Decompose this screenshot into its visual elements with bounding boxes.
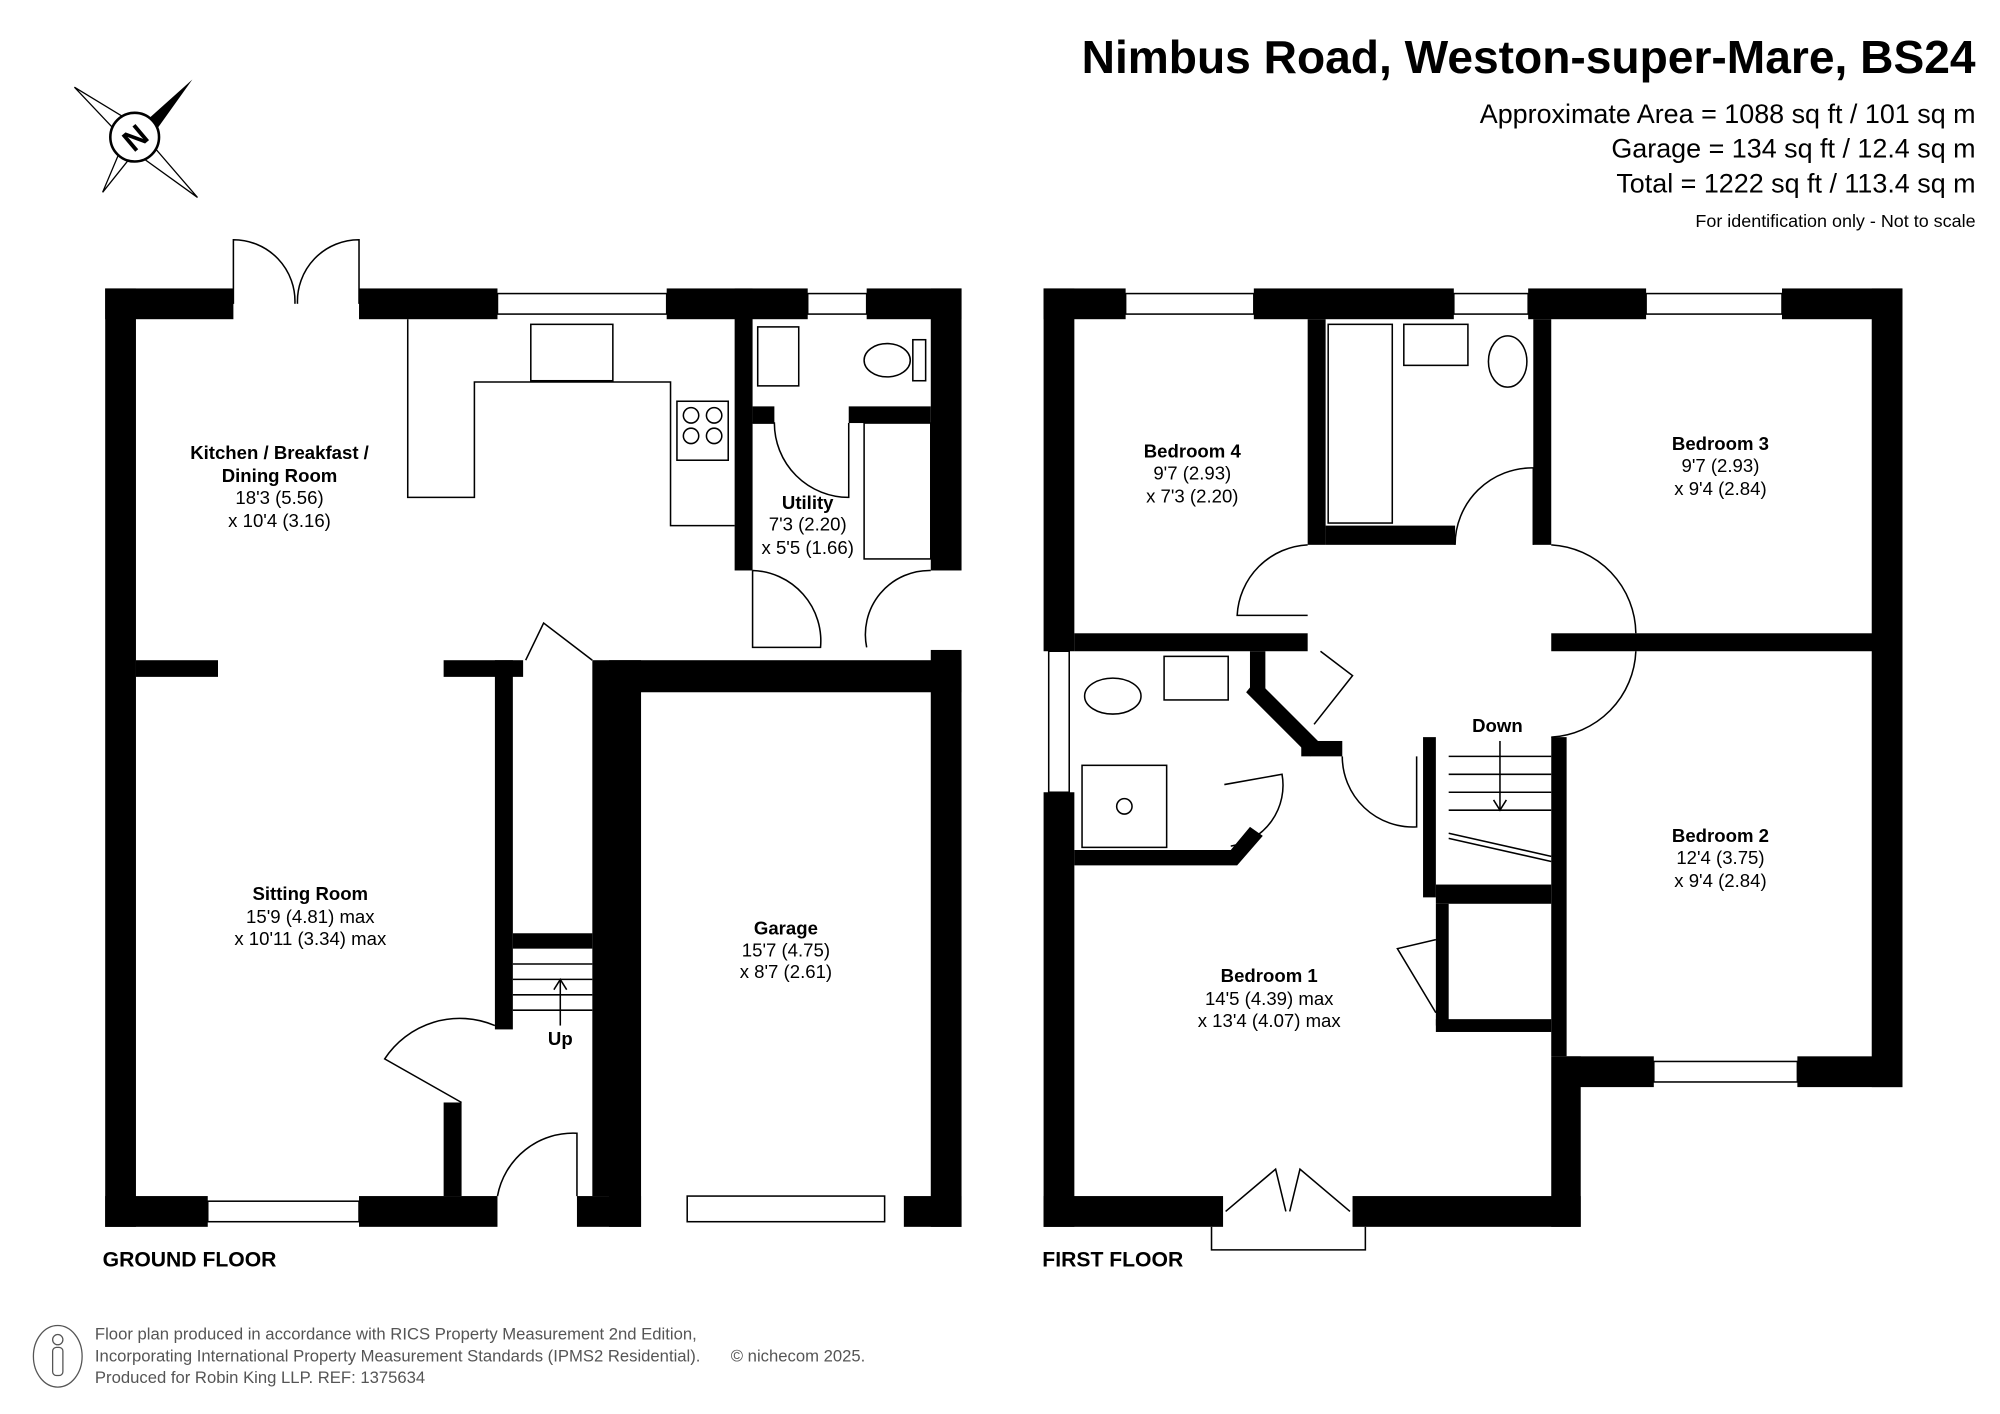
svg-text:Utility: Utility bbox=[782, 492, 834, 513]
room-utility: Utility 7'3 (2.20) x 5'5 (1.66) bbox=[762, 492, 854, 558]
svg-text:Sitting Room: Sitting Room bbox=[253, 883, 369, 904]
first-floor-label: FIRST FLOOR bbox=[1042, 1249, 1183, 1272]
svg-text:14'5 (4.39) max: 14'5 (4.39) max bbox=[1205, 988, 1334, 1009]
svg-text:x 8'7 (2.61): x 8'7 (2.61) bbox=[740, 961, 832, 982]
ground-floor-plan: Up Kitchen / Breakfast / Dining Room 18'… bbox=[103, 238, 962, 1272]
ground-floor-label: GROUND FLOOR bbox=[103, 1249, 277, 1272]
footer-line-2: Incorporating International Property Mea… bbox=[95, 1346, 700, 1365]
svg-text:x 10'11 (3.34) max: x 10'11 (3.34) max bbox=[234, 928, 387, 949]
room-bedroom-1: Bedroom 1 14'5 (4.39) max x 13'4 (4.07) … bbox=[1198, 965, 1342, 1031]
approximate-area: Approximate Area = 1088 sq ft / 101 sq m bbox=[1480, 99, 1976, 129]
footer-line-1: Floor plan produced in accordance with R… bbox=[95, 1325, 697, 1344]
footer-line-3: Produced for Robin King LLP. REF: 137563… bbox=[95, 1368, 425, 1387]
room-bedroom-3: Bedroom 3 9'7 (2.93) x 9'4 (2.84) bbox=[1672, 433, 1769, 499]
svg-text:15'9 (4.81) max: 15'9 (4.81) max bbox=[246, 906, 375, 927]
room-bedroom-4: Bedroom 4 9'7 (2.93) x 7'3 (2.20) bbox=[1144, 441, 1242, 507]
stairs-up-label: Up bbox=[548, 1028, 573, 1049]
svg-text:18'3 (5.56): 18'3 (5.56) bbox=[235, 487, 323, 508]
svg-text:x 9'4 (2.84): x 9'4 (2.84) bbox=[1674, 478, 1766, 499]
svg-text:12'4 (3.75): 12'4 (3.75) bbox=[1676, 847, 1764, 868]
svg-text:Dining Room: Dining Room bbox=[222, 465, 338, 486]
svg-text:Bedroom 4: Bedroom 4 bbox=[1144, 441, 1242, 462]
disclaimer: For identification only - Not to scale bbox=[1695, 211, 1975, 231]
room-kitchen: Kitchen / Breakfast / Dining Room 18'3 (… bbox=[190, 442, 369, 531]
svg-text:x 13'4 (4.07) max: x 13'4 (4.07) max bbox=[1198, 1010, 1342, 1031]
svg-text:x 10'4 (3.16): x 10'4 (3.16) bbox=[228, 510, 331, 531]
svg-text:Kitchen / Breakfast /: Kitchen / Breakfast / bbox=[190, 442, 369, 463]
stairs-down-label: Down bbox=[1472, 715, 1523, 736]
garage-area: Garage = 134 sq ft / 12.4 sq m bbox=[1611, 134, 1975, 164]
footer-copyright: © nichecom 2025. bbox=[731, 1346, 866, 1365]
first-floor-plan: Down Bedroom 4 9'7 (2.93) x 7'3 (2.20) B… bbox=[1042, 288, 1903, 1272]
svg-text:15'7 (4.75): 15'7 (4.75) bbox=[742, 939, 830, 960]
room-garage: Garage 15'7 (4.75) x 8'7 (2.61) bbox=[740, 918, 832, 983]
svg-text:Garage: Garage bbox=[754, 918, 818, 939]
ipms-person-icon bbox=[32, 1324, 83, 1388]
svg-text:7'3 (2.20): 7'3 (2.20) bbox=[769, 514, 847, 535]
svg-text:x 5'5 (1.66): x 5'5 (1.66) bbox=[762, 537, 854, 558]
svg-text:9'7 (2.93): 9'7 (2.93) bbox=[1153, 462, 1231, 483]
room-bedroom-2: Bedroom 2 12'4 (3.75) x 9'4 (2.84) bbox=[1672, 825, 1769, 891]
svg-text:Bedroom 3: Bedroom 3 bbox=[1672, 433, 1769, 454]
svg-text:Bedroom 1: Bedroom 1 bbox=[1221, 965, 1318, 986]
property-title: Nimbus Road, Weston-super-Mare, BS24 bbox=[1082, 31, 1976, 83]
svg-text:9'7 (2.93): 9'7 (2.93) bbox=[1682, 455, 1760, 476]
total-area: Total = 1222 sq ft / 113.4 sq m bbox=[1616, 168, 1975, 198]
svg-text:Bedroom 2: Bedroom 2 bbox=[1672, 825, 1769, 846]
compass-north-icon: N bbox=[73, 79, 198, 198]
room-sitting-room: Sitting Room 15'9 (4.81) max x 10'11 (3.… bbox=[234, 883, 387, 949]
svg-text:x 9'4 (2.84): x 9'4 (2.84) bbox=[1674, 870, 1766, 891]
svg-text:x 7'3 (2.20): x 7'3 (2.20) bbox=[1146, 486, 1238, 507]
